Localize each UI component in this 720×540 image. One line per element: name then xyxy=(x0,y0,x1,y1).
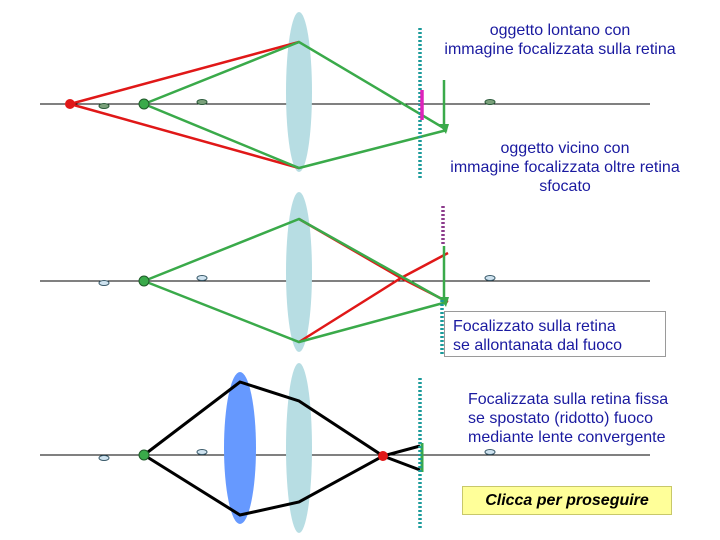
caption-far-object: oggetto lontano con immagine focalizzata… xyxy=(420,21,700,59)
eye-lens xyxy=(286,192,312,352)
green-ray-lower xyxy=(143,102,448,170)
red-ray-lower xyxy=(298,251,449,344)
image-arrow-head xyxy=(439,297,449,307)
caption-line: immagine focalizzata sulla retina xyxy=(444,41,676,58)
black-ray-upper xyxy=(143,380,421,458)
panel-near-object xyxy=(40,192,650,356)
red-ray-lower xyxy=(69,102,300,170)
focus-marker xyxy=(484,449,496,455)
focal-point xyxy=(378,451,388,461)
black-ray-lower xyxy=(143,453,421,517)
focus-marker xyxy=(98,280,110,286)
caption-line: immagine focalizzata oltre retina xyxy=(450,159,680,176)
green-ray-lower xyxy=(143,279,448,344)
panel-corrective-lens xyxy=(40,363,650,533)
caption-line: mediante lente convergente xyxy=(468,429,666,446)
red-ray-upper xyxy=(69,40,300,106)
caption-line: se allontanata dal fuoco xyxy=(453,337,623,354)
focus-marker xyxy=(484,275,496,281)
eye-lens xyxy=(286,363,312,533)
focus-marker xyxy=(98,103,110,109)
caption-line: oggetto vicino con xyxy=(500,140,630,157)
green-object-point xyxy=(138,98,150,110)
green-ray-upper xyxy=(143,40,448,132)
caption-focused-by-distance: Focalizzato sulla retina se allontanata … xyxy=(444,311,666,357)
caption-line: Focalizzato sulla retina xyxy=(453,318,616,335)
caption-line: sfocato xyxy=(539,178,591,195)
focus-marker xyxy=(196,275,208,281)
caption-line: se spostato (ridotto) fuoco xyxy=(468,410,653,427)
far-object-point xyxy=(65,99,75,109)
caption-line: oggetto lontano con xyxy=(489,22,631,39)
panel-far-object xyxy=(40,12,650,178)
focus-marker xyxy=(196,99,208,105)
focus-marker xyxy=(484,99,496,105)
focus-marker xyxy=(196,449,208,455)
caption-focused-by-lens: Focalizzata sulla retina fissa se sposta… xyxy=(468,390,708,447)
object-point xyxy=(138,449,150,461)
focus-marker xyxy=(98,455,110,461)
green-ray-upper xyxy=(143,217,448,304)
near-object-point xyxy=(138,275,150,287)
caption-line: Focalizzata sulla retina fissa xyxy=(468,391,669,408)
continue-button[interactable]: Clicca per proseguire xyxy=(462,486,672,515)
eye-lens xyxy=(286,12,312,172)
image-arrow-head xyxy=(439,124,449,134)
corrective-lens xyxy=(224,372,256,524)
caption-near-object: oggetto vicino con immagine focalizzata … xyxy=(425,139,705,196)
